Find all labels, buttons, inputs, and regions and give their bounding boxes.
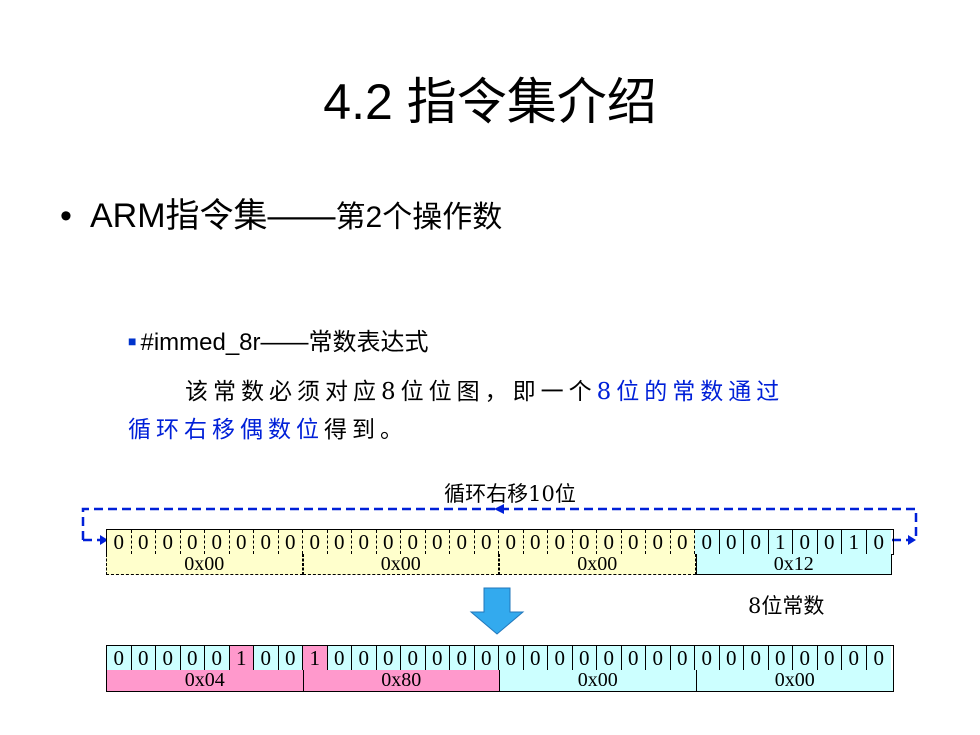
bit-cell: 1 (229, 646, 254, 670)
bit-cell: 0 (646, 530, 671, 554)
paragraph-highlight: 8位的常数通过 (596, 379, 785, 405)
sub-bullet-immed: ■#immed_8r——常数表达式 (128, 322, 429, 357)
bit-cell: 0 (401, 530, 426, 554)
bit-cell: 0 (548, 646, 573, 670)
bit-cell: 0 (352, 530, 377, 554)
paragraph-line-2: 循环右移偶数位得到。 (128, 410, 408, 444)
bit-cell: 0 (597, 530, 622, 554)
rotate-entry-arrowhead (100, 535, 108, 545)
bit-cell: 0 (180, 530, 205, 554)
bit-cell: 0 (719, 530, 744, 554)
bit-cell: 0 (303, 530, 328, 554)
bit-cell: 0 (254, 646, 279, 670)
bit-cell: 0 (621, 530, 646, 554)
bit-cell: 0 (376, 530, 401, 554)
down-arrow-icon (469, 587, 525, 635)
hex-byte-cell: 0x80 (303, 670, 500, 691)
bit-cell: 0 (229, 530, 254, 554)
bit-cell: 0 (278, 646, 303, 670)
bit-cell: 0 (695, 646, 720, 670)
bullet-sub-text: 第2个操作数 (335, 201, 503, 234)
slide-title: 4.2 指令集介绍 (323, 74, 657, 130)
square-bullet-icon: ■ (128, 333, 137, 349)
bit-cell: 0 (572, 646, 597, 670)
hex-byte-cell: 0x00 (106, 554, 303, 575)
bit-cell: 0 (474, 646, 499, 670)
hex-byte-cell: 0x00 (499, 554, 696, 575)
bit-cell: 1 (842, 530, 867, 554)
rotate-loop-line (81, 507, 918, 540)
bit-cell: 0 (450, 646, 475, 670)
bit-cell: 0 (425, 646, 450, 670)
const-label: 8位常数 (748, 594, 825, 618)
bullet-arm-instruction-set: • ARM指令集——第2个操作数 (60, 188, 502, 237)
bit-cell: 0 (254, 530, 279, 554)
bit-cell: 0 (205, 646, 230, 670)
paragraph-text: 得到。 (324, 417, 408, 443)
bit-cell: 0 (621, 646, 646, 670)
bit-cell: 0 (523, 646, 548, 670)
bit-cell: 0 (646, 646, 671, 670)
paragraph-highlight: 循环右移偶数位 (128, 417, 324, 443)
bit-cell: 0 (376, 646, 401, 670)
bit-cell: 0 (205, 530, 230, 554)
sub-bullet-text: #immed_8r——常数表达式 (140, 329, 429, 356)
bit-cell: 0 (866, 646, 891, 670)
bit-cell: 0 (670, 646, 695, 670)
bit-cell: 0 (695, 530, 720, 554)
bit-cell: 0 (352, 646, 377, 670)
bit-cell: 0 (866, 530, 891, 554)
bit-cell: 0 (523, 530, 548, 554)
bit-cell: 0 (597, 646, 622, 670)
hex-byte-cell: 0x00 (696, 670, 893, 691)
hex-byte-cell: 0x04 (107, 670, 304, 691)
bit-cell: 0 (450, 530, 475, 554)
bit-cell: 0 (425, 530, 450, 554)
bit-cell: 0 (278, 530, 303, 554)
bit-cell: 0 (842, 646, 867, 670)
bit-cell: 0 (793, 646, 818, 670)
hex-byte-cell: 0x00 (500, 670, 697, 691)
hex-byte-cell: 0x12 (695, 554, 892, 575)
bit-cell: 0 (744, 530, 769, 554)
rotate-top-arrowhead (494, 504, 504, 514)
bit-cell: 0 (548, 530, 573, 554)
bit-cell: 0 (107, 646, 132, 670)
bullet-dot: • (60, 197, 72, 235)
bit-cell: 0 (719, 646, 744, 670)
bit-cell: 0 (817, 646, 842, 670)
bit-cell: 0 (768, 646, 793, 670)
bit-cell: 1 (768, 530, 793, 554)
bit-cell: 0 (180, 646, 205, 670)
bit-cell: 0 (131, 646, 156, 670)
bit-cell: 0 (499, 646, 524, 670)
bit-cell: 0 (572, 530, 597, 554)
bit-cell: 0 (327, 530, 352, 554)
bit-cell: 0 (744, 646, 769, 670)
bit-cell: 0 (131, 530, 156, 554)
paragraph-text: 该常数必须对应8位位图，即一个 (185, 379, 597, 405)
bit-cell: 0 (499, 530, 524, 554)
bullet-main-text: ARM指令集—— (90, 197, 336, 235)
bit-cell: 0 (156, 646, 181, 670)
bit-cell: 0 (156, 530, 181, 554)
bit-cell: 1 (303, 646, 328, 670)
bit-cell: 0 (670, 530, 695, 554)
bit-cell: 0 (817, 530, 842, 554)
bit-cell: 0 (474, 530, 499, 554)
bit-cell: 0 (793, 530, 818, 554)
rotate-exit-arrowhead (908, 535, 916, 545)
bit-cell: 0 (107, 530, 132, 554)
rotate-label: 循环右移10位 (444, 482, 576, 506)
hex-byte-cell: 0x00 (302, 554, 499, 575)
paragraph-line-1: 该常数必须对应8位位图，即一个8位的常数通过 (185, 372, 784, 406)
bit-cell: 0 (401, 646, 426, 670)
bit-cell: 0 (327, 646, 352, 670)
